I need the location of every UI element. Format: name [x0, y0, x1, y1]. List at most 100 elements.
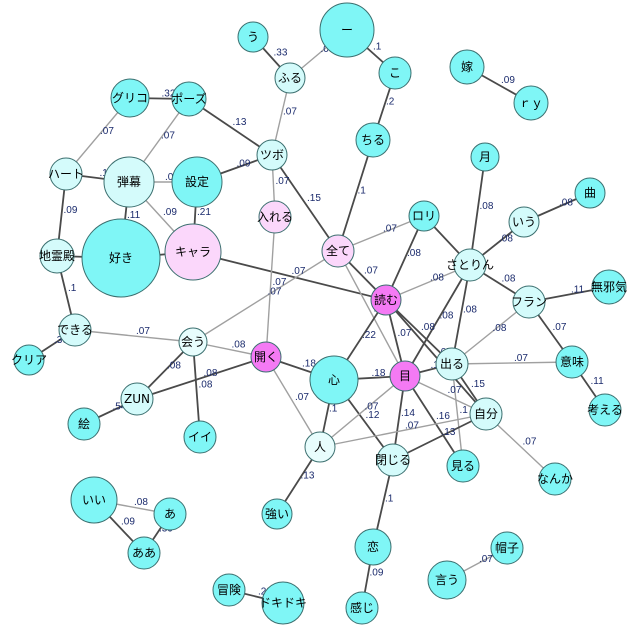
node-iu2[interactable]: 言う — [427, 560, 467, 600]
node-furan[interactable]: フラン — [511, 285, 547, 319]
edge-weight-label: .08 — [499, 234, 513, 245]
node-zun[interactable]: ZUN — [120, 382, 154, 416]
node-label: 閉じる — [375, 453, 411, 467]
edge-weight-label: .08 — [167, 361, 181, 372]
node-miru[interactable]: 見る — [446, 449, 480, 483]
node-circle — [490, 531, 524, 565]
edge-weight-label: .18 — [302, 359, 316, 370]
edge-weight-label: .07 — [283, 107, 297, 118]
node-dekiru[interactable]: できる — [57, 313, 93, 347]
node-danmaku[interactable]: 弾幕 — [103, 156, 155, 208]
edge-weight-label: .07 — [100, 126, 114, 137]
node-circle — [261, 581, 305, 625]
node-label: ハート — [48, 167, 84, 181]
node-yomu[interactable]: 読む — [370, 284, 402, 316]
node-pose[interactable]: ポーズ — [171, 81, 207, 117]
node-subete[interactable]: 全て — [321, 234, 355, 268]
node-circle — [513, 85, 549, 121]
node-yome[interactable]: 嫁 — [449, 49, 485, 85]
edge-weight-label: .21 — [197, 207, 211, 218]
node-label: 嫁 — [461, 59, 473, 74]
node-circle — [512, 285, 546, 319]
node-tojiru[interactable]: 閉じる — [375, 443, 411, 477]
node-hiraku[interactable]: 開く — [250, 341, 282, 373]
edge-weight-label: .07 — [161, 131, 175, 142]
node-jireiden[interactable]: 地霊殿 — [39, 238, 75, 274]
edge-weight-label: .08 — [421, 322, 435, 333]
node-imi[interactable]: 意味 — [555, 345, 589, 379]
edge-weight-label: .15 — [307, 193, 321, 204]
node-ii2[interactable]: イイ — [183, 420, 217, 454]
node-circle — [449, 49, 485, 85]
node-ireru[interactable]: 入れる — [257, 200, 293, 234]
node-tsuyoi[interactable]: 強い — [261, 498, 293, 530]
node-dash[interactable]: ー — [319, 2, 375, 58]
node-koi[interactable]: 恋 — [354, 528, 392, 566]
node-circle — [67, 407, 101, 441]
node-deru[interactable]: 出る — [435, 347, 469, 381]
node-jibun[interactable]: 自分 — [469, 397, 503, 431]
node-circle — [274, 62, 306, 94]
node-e[interactable]: 絵 — [67, 407, 101, 441]
node-furu[interactable]: ふる — [274, 62, 306, 94]
edge-weight-label: .54 — [113, 402, 127, 413]
node-aa[interactable]: ああ — [127, 536, 161, 570]
node-circle — [469, 397, 503, 431]
edge-weight-label: .13 — [442, 427, 456, 438]
node-iu[interactable]: いう — [508, 206, 540, 238]
node-kyoku[interactable]: 曲 — [574, 177, 606, 209]
node-label: 会う — [181, 335, 205, 349]
node-kuria[interactable]: クリア — [11, 344, 47, 376]
node-label: ロリ — [412, 209, 436, 223]
node-hito[interactable]: 人 — [304, 431, 336, 463]
nodes-layer: ー うふる こちる 嫁 ｒｙ グリコポーズツボハート 弾幕設定 月曲入れる ロリ いう全て さとりん… — [11, 2, 627, 625]
node-au[interactable]: 会う — [178, 327, 208, 357]
node-a[interactable]: あ — [153, 497, 187, 531]
node-guriko[interactable]: グリコ — [110, 78, 150, 118]
node-ko[interactable]: こ — [378, 56, 412, 90]
node-nanka[interactable]: なんか — [537, 462, 573, 496]
node-circle — [261, 498, 293, 530]
edge-dekiru-au — [74, 329, 194, 343]
node-kyara[interactable]: キャラ — [164, 223, 222, 281]
edge-weight-label: .1 — [329, 404, 338, 415]
node-label: いい — [82, 493, 106, 507]
node-label: ドキドキ — [259, 596, 307, 610]
node-heart[interactable]: ハート — [48, 157, 84, 191]
node-circle — [321, 234, 355, 268]
node-label: 恋 — [367, 539, 379, 554]
edge-weight-label: .09 — [370, 568, 384, 579]
node-label: 心 — [328, 373, 340, 387]
node-ii[interactable]: いい — [70, 476, 118, 524]
node-mujaki[interactable]: 無邪気 — [591, 269, 627, 305]
node-settei[interactable]: 設定 — [171, 156, 223, 208]
node-bouken[interactable]: 冒険 — [212, 573, 246, 607]
edge-weight-label: .32 — [162, 89, 176, 100]
edge-weight-label: .16 — [436, 411, 450, 422]
node-circle — [237, 21, 269, 53]
node-rori[interactable]: ロリ — [408, 200, 440, 232]
node-kokoro[interactable]: 心 — [309, 355, 359, 405]
edge-weight-label: .18 — [372, 368, 386, 379]
node-label: 好き — [109, 251, 133, 265]
node-tsuki[interactable]: 月 — [470, 142, 500, 172]
edge-weight-label: .13 — [301, 471, 315, 482]
node-u[interactable]: う — [237, 21, 269, 53]
node-chiru[interactable]: ちる — [355, 122, 391, 158]
node-label: 出る — [440, 357, 464, 371]
node-satori[interactable]: さとりん — [446, 248, 494, 282]
node-suki[interactable]: 好き — [81, 218, 161, 298]
node-circle — [355, 122, 391, 158]
node-kanji[interactable]: 感じ — [345, 591, 379, 625]
node-tsubo[interactable]: ツボ — [256, 139, 288, 171]
node-me[interactable]: 目 — [389, 360, 421, 392]
node-kangaeru[interactable]: 考える — [587, 393, 623, 427]
node-ry[interactable]: ｒｙ — [513, 85, 549, 121]
node-boushi[interactable]: 帽子 — [490, 531, 524, 565]
edge-weight-label: .07 — [268, 287, 282, 298]
node-dokidoki[interactable]: ドキドキ — [259, 581, 307, 625]
edge-tsubo-subete — [271, 154, 339, 252]
edge-weight-label: .08 — [134, 497, 148, 508]
edge-weight-label: .07 — [383, 224, 397, 235]
edge-weight-label: .07 — [136, 326, 150, 337]
